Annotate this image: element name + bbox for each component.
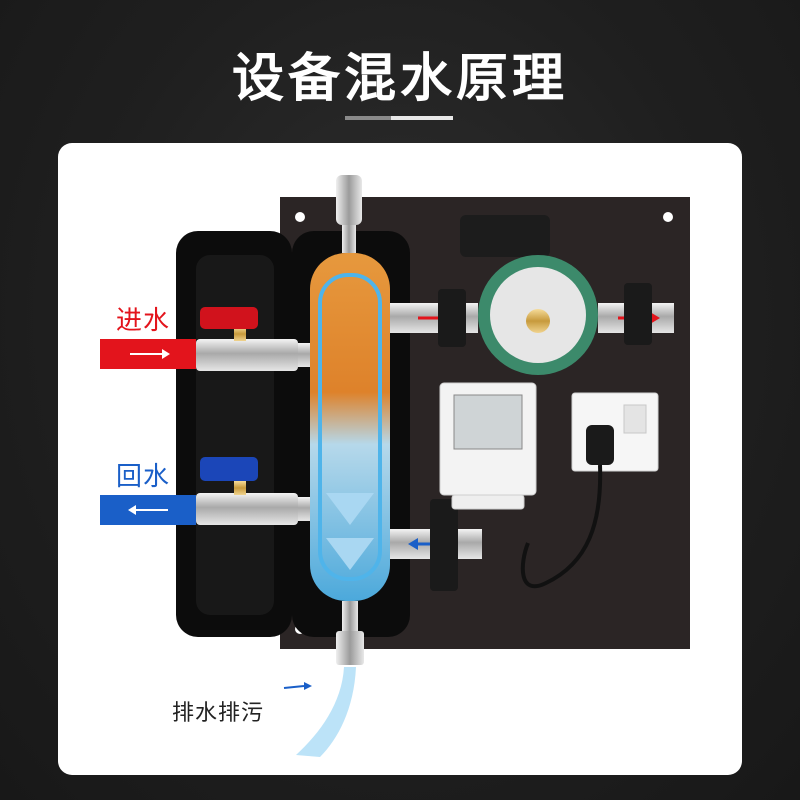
drain-valve xyxy=(336,631,364,665)
return-valve xyxy=(196,493,298,525)
pump-control-box xyxy=(460,215,550,257)
title-underline xyxy=(345,116,453,120)
drain-label: 排水排污 xyxy=(172,701,265,726)
inlet-arrow-icon xyxy=(162,349,170,359)
air-vent-valve xyxy=(336,175,362,225)
return-label: 回水 xyxy=(116,462,171,492)
inlet-valve xyxy=(196,339,298,371)
mixing-tank xyxy=(310,253,390,601)
blue-valve-handle-icon xyxy=(200,457,258,481)
equipment-illustration xyxy=(100,175,690,757)
drain-arrow-icon xyxy=(304,682,312,690)
diagram-card: 进水 回水 排水排污 xyxy=(58,143,742,775)
return-arrow-icon xyxy=(128,505,136,515)
page-title: 设备混水原理 xyxy=(231,49,568,109)
inlet-label: 进水 xyxy=(116,306,171,336)
red-valve-handle-icon xyxy=(200,307,258,329)
power-plug-icon xyxy=(586,425,614,465)
